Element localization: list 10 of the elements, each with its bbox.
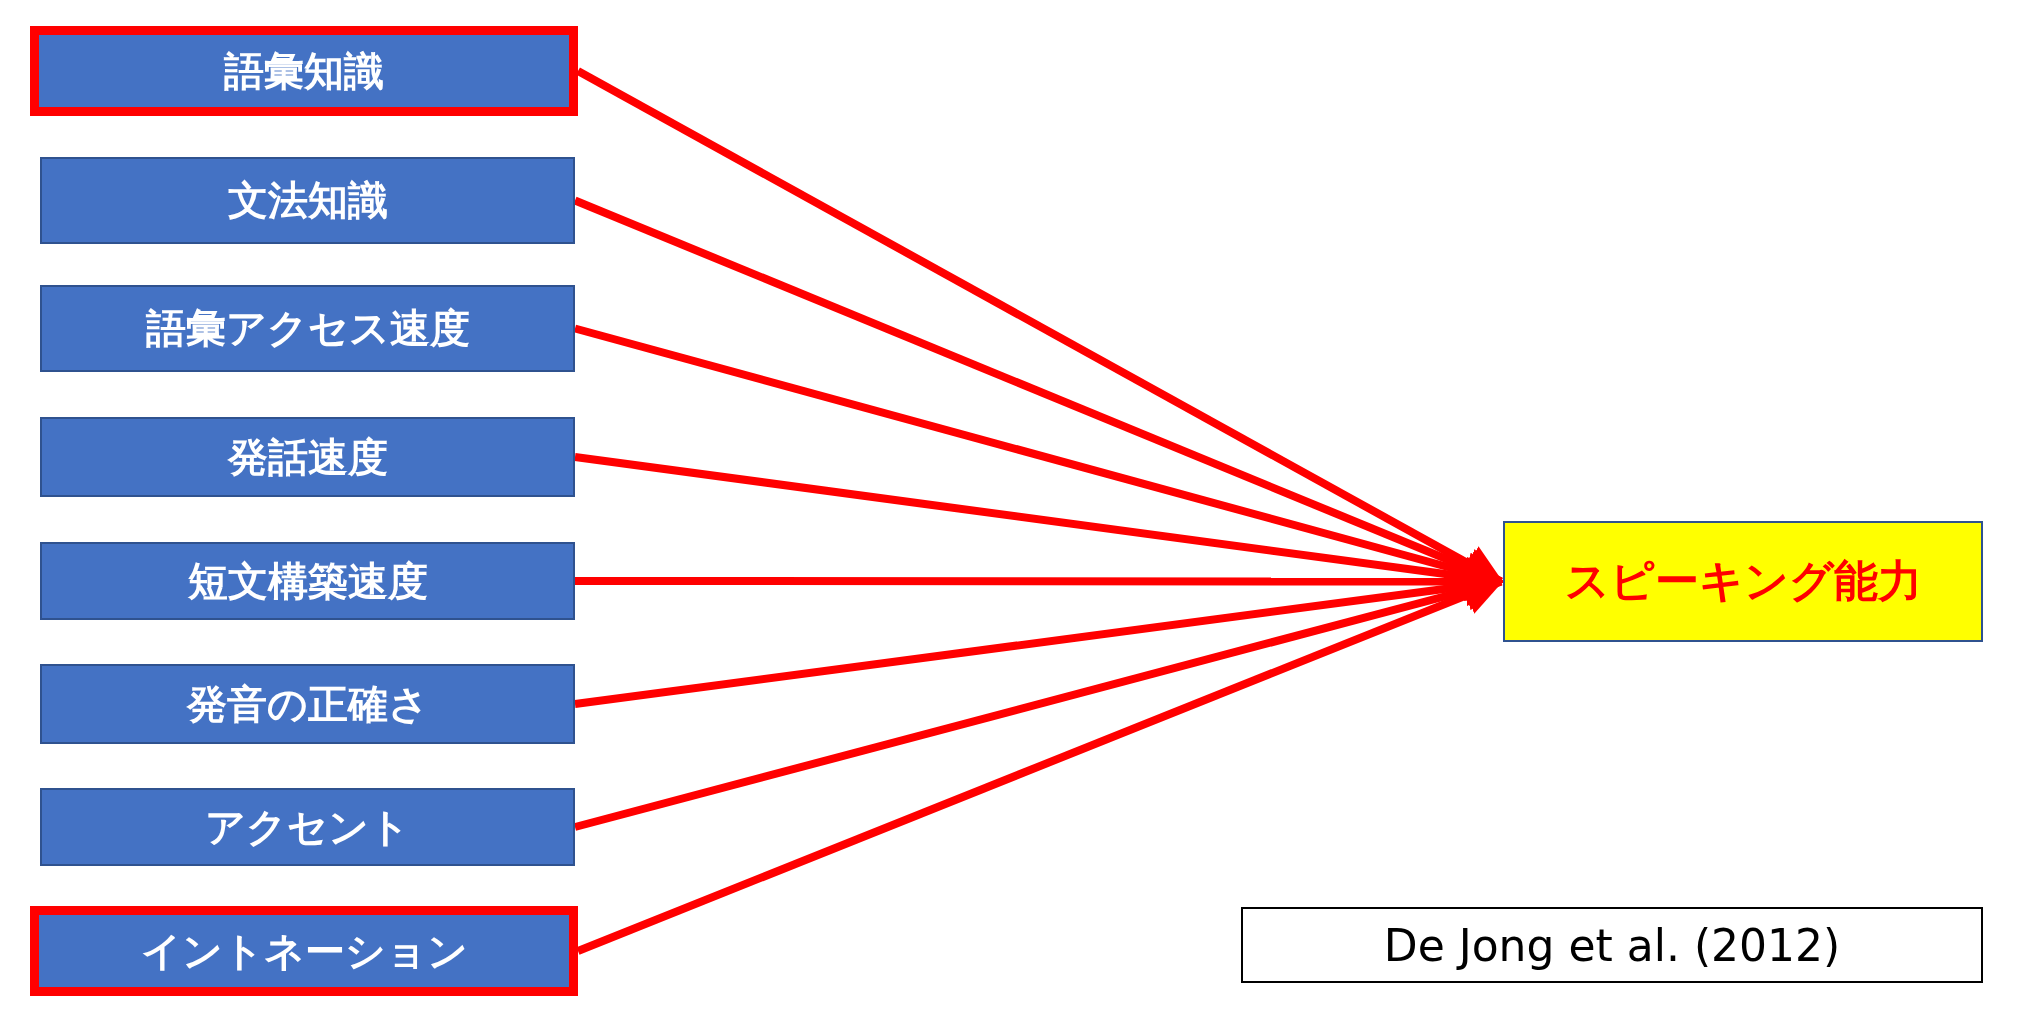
factor-box: 発話速度 <box>40 417 575 497</box>
outcome-box: スピーキング能力 <box>1503 521 1983 642</box>
factor-box: アクセント <box>40 788 575 866</box>
factor-box: イントネーション <box>30 906 578 996</box>
factor-box: 短文構築速度 <box>40 542 575 620</box>
citation-box: De Jong et al. (2012) <box>1241 907 1983 983</box>
factor-box: 発音の正確さ <box>40 664 575 744</box>
factor-box: 文法知識 <box>40 157 575 244</box>
factor-box: 語彙アクセス速度 <box>40 285 575 372</box>
factor-box: 語彙知識 <box>30 26 578 116</box>
